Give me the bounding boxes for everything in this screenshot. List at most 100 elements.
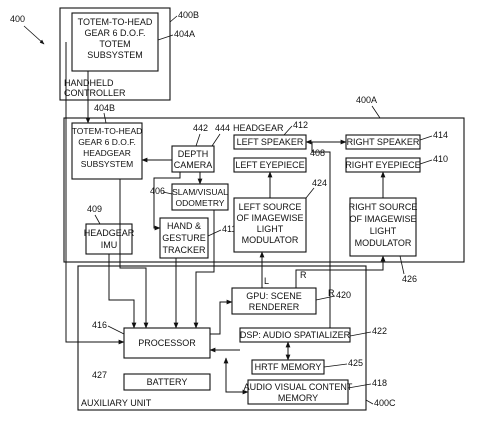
slam-box: [171, 183, 229, 211]
depth-camera-line-1: DEPTH: [178, 149, 209, 159]
slam-line-1: SLAM/VISUAL: [172, 187, 228, 197]
ref-409: 409: [87, 204, 102, 214]
ref-400c: 400C: [374, 398, 396, 408]
link-dsp-speakers: [311, 142, 331, 328]
depth-camera-box: [171, 145, 215, 173]
ref-404b: 404B: [94, 103, 115, 113]
ref-418-leader: [347, 383, 372, 389]
figure-ref: 400: [10, 14, 25, 24]
right-source-line-2: OF IMAGEWISE: [349, 214, 416, 224]
ref-411: 411: [222, 224, 236, 234]
gpu-line-1: GPU: SCENE: [246, 291, 302, 301]
ref-404a-leader: [157, 34, 174, 41]
ref-409-leader: [94, 214, 101, 225]
gpu-line-2: RENDERER: [249, 302, 300, 312]
hand-line-3: TRACKER: [162, 245, 206, 255]
ref-406: 406: [150, 186, 165, 196]
ref-408: 408: [310, 148, 325, 158]
totem-line-2: GEAR 6 D.O.F.: [84, 28, 145, 38]
right-source-line-1: RIGHT SOURCE: [349, 202, 418, 212]
auxiliary-outline: [77, 265, 367, 411]
left-source-line-1: LEFT SOURCE: [239, 202, 302, 212]
left-source-line-4: MODULATOR: [242, 235, 299, 245]
left-eyepiece-label: LEFT EYEPIECE: [235, 160, 304, 170]
handheld-label-1: HANDHELD: [64, 78, 114, 88]
ref-426: 426: [402, 274, 417, 284]
depth-camera-line-2: CAMERA: [174, 160, 213, 170]
channel-left-label: L: [264, 276, 269, 286]
totem-subsystem-box: [71, 12, 159, 72]
ref-406-leader: [162, 191, 173, 195]
ref-425: 425: [348, 358, 363, 368]
ref-442: 442: [193, 123, 208, 133]
left-speaker-label: LEFT SPEAKER: [237, 137, 304, 147]
left-source-line-3: LIGHT: [257, 224, 284, 234]
ref-422: 422: [372, 326, 387, 336]
ref-416: 416: [92, 320, 107, 330]
ref-410: 410: [433, 154, 448, 164]
battery-label: BATTERY: [147, 377, 188, 387]
ref-427: 427: [92, 370, 107, 380]
link-processor-gpu: [210, 299, 233, 335]
hg-sub-line-1: TOTEM-TO-HEAD: [72, 126, 143, 136]
handheld-label-2: CONTROLLER: [64, 88, 126, 98]
headgear-subsystem-box: [71, 122, 143, 180]
ref-414: 414: [433, 130, 448, 140]
link-slam-processor: [193, 210, 215, 329]
ref-418: 418: [372, 378, 387, 388]
left-source-line-2: OF IMAGEWISE: [236, 213, 303, 223]
right-source-line-3: LIGHT: [370, 226, 397, 236]
av-memory-box: [247, 379, 349, 405]
ref-422-leader: [349, 331, 372, 337]
right-speaker-label: RIGHT SPEAKER: [347, 137, 420, 147]
ref-424-leader: [305, 187, 315, 199]
ref-400a-leader: [371, 105, 381, 119]
ref-420: 420: [336, 290, 351, 300]
ref-416-leader: [107, 325, 125, 335]
ref-412: 412: [293, 120, 308, 130]
hand-gesture-box: [159, 217, 209, 259]
headgear-label: HEADGEAR: [233, 123, 284, 133]
ref-444: 444: [215, 123, 230, 133]
totem-line-4: SUBSYSTEM: [87, 50, 143, 60]
handheld-controller-outline: [59, 7, 171, 101]
ref-414-leader: [419, 135, 433, 141]
link-depth-hand: [153, 172, 181, 231]
imu-line-2: IMU: [101, 240, 118, 250]
right-source-box: [349, 197, 417, 257]
right-eyepiece-label: RIGHT EYEPIECE: [345, 160, 420, 170]
hrtf-label: HRTF MEMORY: [255, 362, 322, 372]
channel-right-label-1: R: [300, 270, 307, 280]
ref-400a: 400A: [356, 95, 377, 105]
ref-425-leader: [323, 363, 348, 368]
right-source-line-4: MODULATOR: [355, 238, 412, 248]
imu-line-1: HEADGEAR: [84, 228, 135, 238]
hg-sub-line-4: SUBSYSTEM: [81, 159, 133, 169]
headgear-outline: [63, 117, 465, 263]
ref-410-leader: [419, 159, 433, 165]
av-memory-line-2: MEMORY: [278, 393, 318, 403]
link-totem-processor: [65, 42, 125, 345]
ref-420-leader: [315, 295, 336, 301]
link-hgsub-processor: [119, 179, 149, 329]
dsp-label: DSP: AUDIO SPATIALIZER: [240, 330, 351, 340]
link-imu-processor: [108, 254, 137, 329]
ref-400b: 400B: [178, 10, 199, 20]
ref-400b-leader: [169, 15, 178, 23]
ref-404b-leader: [103, 112, 107, 124]
hand-line-1: HAND &: [167, 221, 201, 231]
battery-box: [123, 373, 211, 391]
processor-label: PROCESSOR: [138, 338, 196, 348]
auxiliary-label: AUXILIARY UNIT: [81, 398, 152, 408]
ref-424: 424: [312, 178, 327, 188]
hand-line-2: GESTURE: [162, 233, 206, 243]
hg-sub-line-3: HEADGEAR: [83, 148, 131, 158]
channel-right-label-2: R: [328, 288, 335, 298]
link-processor-avmem: [223, 357, 249, 395]
hg-sub-line-2: GEAR 6 D.O.F.: [78, 137, 136, 147]
ref-400c-leader: [365, 399, 374, 405]
figure-ref-arrow: [23, 25, 45, 45]
ref-412-leader: [283, 125, 293, 136]
left-source-box: [233, 197, 307, 253]
ref-426-leader: [399, 255, 405, 275]
